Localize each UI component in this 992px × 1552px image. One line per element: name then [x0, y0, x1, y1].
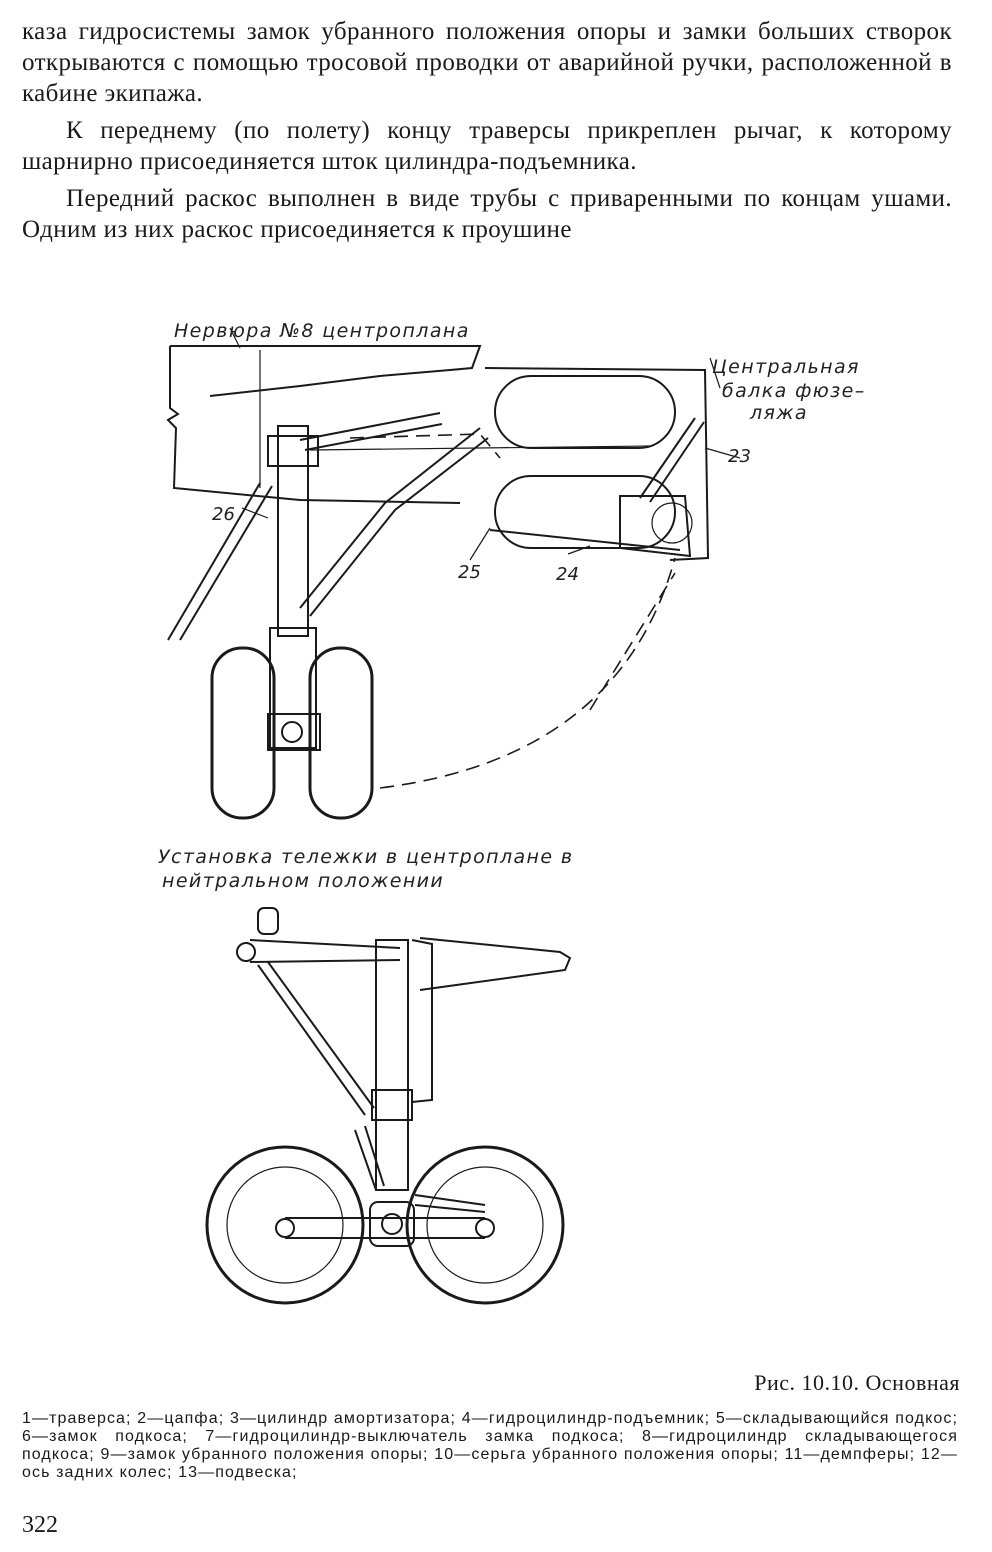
callout-25: 25: [458, 562, 481, 583]
figure-gear-installation: Нервюра №8 центроплана Центральная балка…: [150, 318, 910, 833]
label-neutral-line-2: нейтральном положении: [162, 870, 445, 892]
figure-caption: 1—траверса; 2—цапфа; 3—цилиндр амортизат…: [22, 1410, 958, 1481]
label-rib: Нервюра №8 центроплана: [174, 320, 470, 342]
body-text: каза гидросистемы замок убранного положе…: [22, 16, 952, 251]
bogie-neutral-drawing: [205, 907, 572, 1305]
gear-installation-drawing: [166, 327, 741, 820]
figure-bogie-neutral: [150, 840, 670, 1320]
label-beam-line-1: Центральная: [712, 356, 860, 378]
label-neutral-line-1: Установка тележки в центроплане в: [158, 846, 574, 868]
figure-title: Рис. 10.10. Основная: [754, 1370, 960, 1395]
callout-24: 24: [556, 564, 579, 585]
page-number: 322: [22, 1512, 58, 1538]
label-beam-line-3: ляжа: [750, 402, 808, 424]
paragraph-1: каза гидросистемы замок убранного положе…: [22, 18, 952, 107]
callout-23: 23: [728, 446, 751, 467]
callout-26: 26: [212, 504, 235, 525]
paragraph-3: Передний раскос выполнен в виде трубы с …: [22, 185, 952, 243]
paragraph-2: К переднему (по полету) концу траверсы п…: [22, 117, 952, 175]
label-beam-line-2: балка фюзе–: [722, 380, 866, 402]
